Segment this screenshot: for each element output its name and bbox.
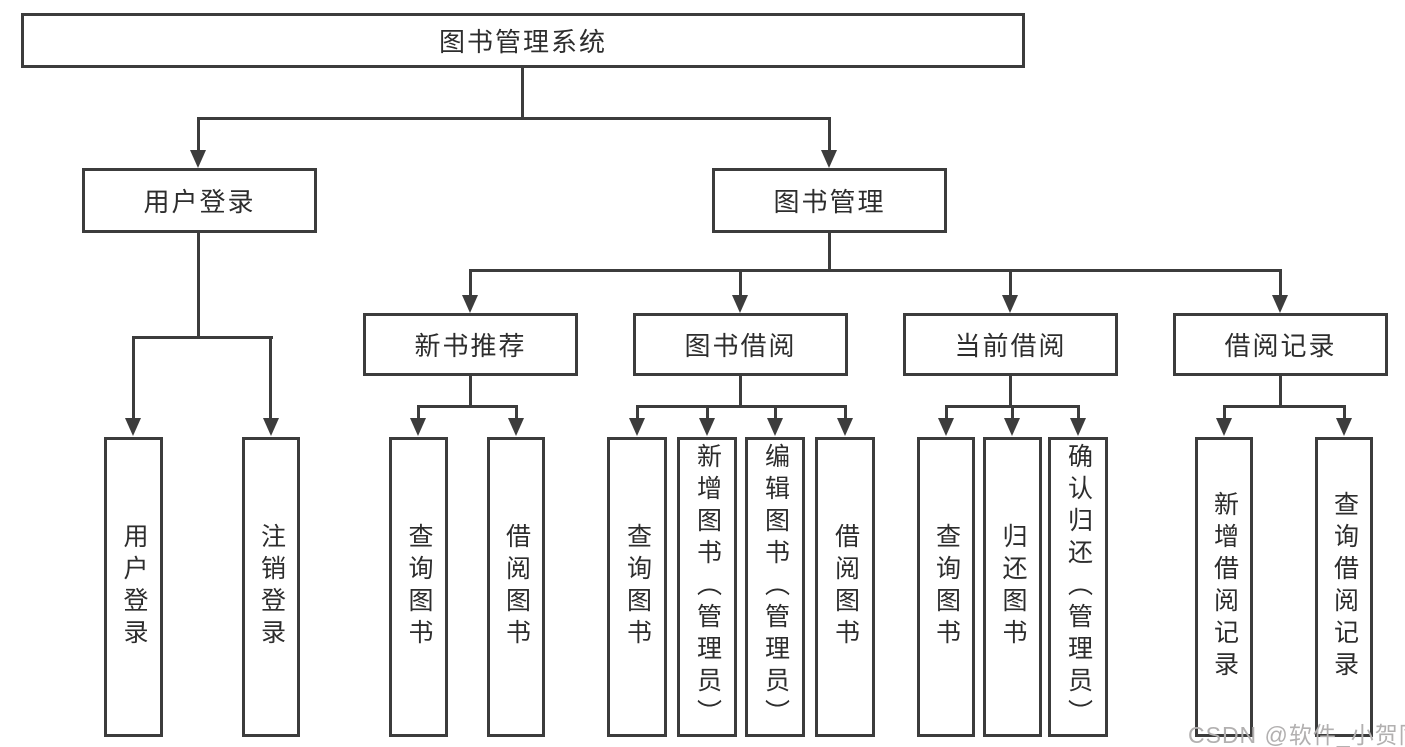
arrow-down-icon — [767, 418, 783, 436]
book-management-node-label: 图书管理 — [773, 187, 886, 217]
leaf-add-books-admin-label: 新增图书（管理员） — [693, 443, 722, 731]
connector-line — [1009, 376, 1012, 406]
current-borrow-label: 当前借阅 — [954, 331, 1067, 361]
root-node-label: 图书管理系统 — [438, 27, 607, 57]
connector-line — [844, 406, 847, 419]
connector-line — [1009, 270, 1012, 297]
connector-line — [132, 337, 135, 420]
arrow-down-icon — [938, 418, 954, 436]
leaf-edit-books-admin: 编辑图书（管理员） — [745, 437, 805, 737]
arrow-down-icon — [1336, 418, 1352, 436]
arrow-down-icon — [462, 295, 478, 313]
leaf-query-books-current: 查询图书 — [917, 437, 975, 737]
connector-line — [197, 118, 200, 152]
book-borrow-label: 图书借阅 — [684, 331, 797, 361]
borrow-record-node: 借阅记录 — [1173, 313, 1388, 376]
connector-line — [739, 270, 742, 297]
connector-line — [469, 270, 472, 297]
leaf-return-books-label: 归还图书 — [999, 523, 1027, 651]
book-borrow-node: 图书借阅 — [633, 313, 848, 376]
arrow-down-icon — [1272, 295, 1288, 313]
arrow-down-icon — [821, 150, 837, 168]
leaf-confirm-return-admin-label: 确认归还（管理员） — [1064, 443, 1093, 731]
new-book-recommend-label: 新书推荐 — [414, 331, 527, 361]
leaf-add-borrow-record: 新增借阅记录 — [1195, 437, 1253, 737]
leaf-query-books-current-label: 查询图书 — [932, 523, 961, 651]
user-login-node-label: 用户登录 — [143, 187, 256, 217]
connector-line — [197, 117, 831, 120]
leaf-borrow-books-recommend-label: 借阅图书 — [502, 523, 531, 651]
leaf-query-books-borrow: 查询图书 — [607, 437, 667, 737]
leaf-edit-books-admin-label: 编辑图书（管理员） — [761, 443, 790, 731]
connector-line — [1279, 376, 1282, 406]
connector-line — [515, 406, 518, 419]
arrow-down-icon — [732, 295, 748, 313]
arrow-down-icon — [190, 150, 206, 168]
connector-line — [828, 231, 831, 271]
connector-line — [132, 336, 273, 339]
leaf-logout-label: 注销登录 — [257, 523, 286, 651]
connector-line — [521, 66, 524, 119]
leaf-return-books: 归还图书 — [983, 437, 1042, 737]
book-management-node: 图书管理 — [712, 168, 947, 233]
connector-line — [197, 231, 200, 338]
leaf-add-books-admin: 新增图书（管理员） — [677, 437, 737, 737]
arrow-down-icon — [410, 418, 426, 436]
arrow-down-icon — [508, 418, 524, 436]
leaf-confirm-return-admin: 确认归还（管理员） — [1048, 437, 1108, 737]
connector-line — [828, 118, 831, 152]
connector-line — [417, 405, 518, 408]
leaf-borrow-books-label: 借阅图书 — [831, 523, 860, 651]
leaf-user-login: 用户登录 — [104, 437, 163, 737]
user-login-node: 用户登录 — [82, 168, 317, 233]
leaf-query-books-borrow-label: 查询图书 — [623, 523, 652, 651]
connector-line — [739, 376, 742, 406]
leaf-add-borrow-record-label: 新增借阅记录 — [1210, 491, 1239, 683]
connector-line — [1223, 406, 1226, 419]
new-book-recommend-node: 新书推荐 — [363, 313, 578, 376]
connector-line — [417, 406, 420, 419]
arrow-down-icon — [1070, 418, 1086, 436]
leaf-query-borrow-record-label: 查询借阅记录 — [1330, 491, 1359, 683]
connector-line — [469, 269, 1282, 272]
arrow-down-icon — [629, 418, 645, 436]
connector-line — [469, 376, 472, 406]
connector-line — [1279, 270, 1282, 297]
arrow-down-icon — [1002, 295, 1018, 313]
root-node: 图书管理系统 — [21, 13, 1025, 68]
leaf-user-login-label: 用户登录 — [120, 523, 148, 651]
watermark: CSDN @软件_小贺同学 — [1188, 722, 1405, 747]
connector-line — [945, 406, 948, 419]
leaf-query-books-recommend-label: 查询图书 — [405, 523, 433, 651]
leaf-borrow-books-recommend: 借阅图书 — [487, 437, 545, 737]
leaf-borrow-books: 借阅图书 — [815, 437, 875, 737]
connector-line — [636, 405, 847, 408]
arrow-down-icon — [125, 418, 141, 436]
leaf-query-books-recommend: 查询图书 — [389, 437, 448, 737]
arrow-down-icon — [1004, 418, 1020, 436]
connector-line — [706, 406, 709, 419]
borrow-record-label: 借阅记录 — [1224, 331, 1337, 361]
connector-line — [1343, 406, 1346, 419]
arrow-down-icon — [1216, 418, 1232, 436]
connector-line — [774, 406, 777, 419]
arrow-down-icon — [699, 418, 715, 436]
connector-line — [1223, 405, 1346, 408]
connector-line — [269, 337, 272, 420]
leaf-query-borrow-record: 查询借阅记录 — [1315, 437, 1373, 737]
current-borrow-node: 当前借阅 — [903, 313, 1118, 376]
arrow-down-icon — [837, 418, 853, 436]
arrow-down-icon — [263, 418, 279, 436]
connector-line — [1011, 406, 1014, 419]
connector-line — [636, 406, 639, 419]
connector-line — [1077, 406, 1080, 419]
leaf-logout: 注销登录 — [242, 437, 300, 737]
